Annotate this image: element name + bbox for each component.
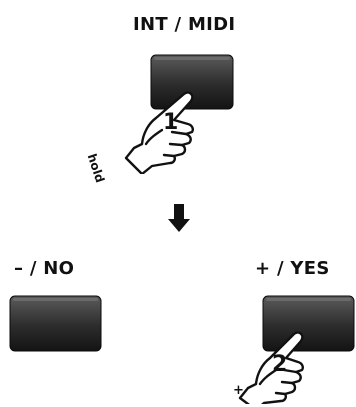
- plus-yes-button[interactable]: [262, 295, 355, 352]
- int-midi-button[interactable]: [150, 54, 234, 110]
- int-midi-label: INT / MIDI: [133, 14, 236, 35]
- plus-yes-label: + / YES: [255, 258, 330, 279]
- step-2-number: 2: [272, 352, 288, 377]
- finger-pointer-icon: [238, 331, 304, 404]
- arrow-down-icon: [168, 204, 190, 232]
- minus-no-label: – / NO: [14, 258, 75, 279]
- hold-gesture-label: hold: [84, 152, 108, 185]
- step-1-number: 1: [163, 110, 179, 135]
- finger-pointer-icon: [124, 91, 194, 174]
- minus-no-button[interactable]: [9, 295, 102, 352]
- press-gesture-label: +: [233, 383, 244, 398]
